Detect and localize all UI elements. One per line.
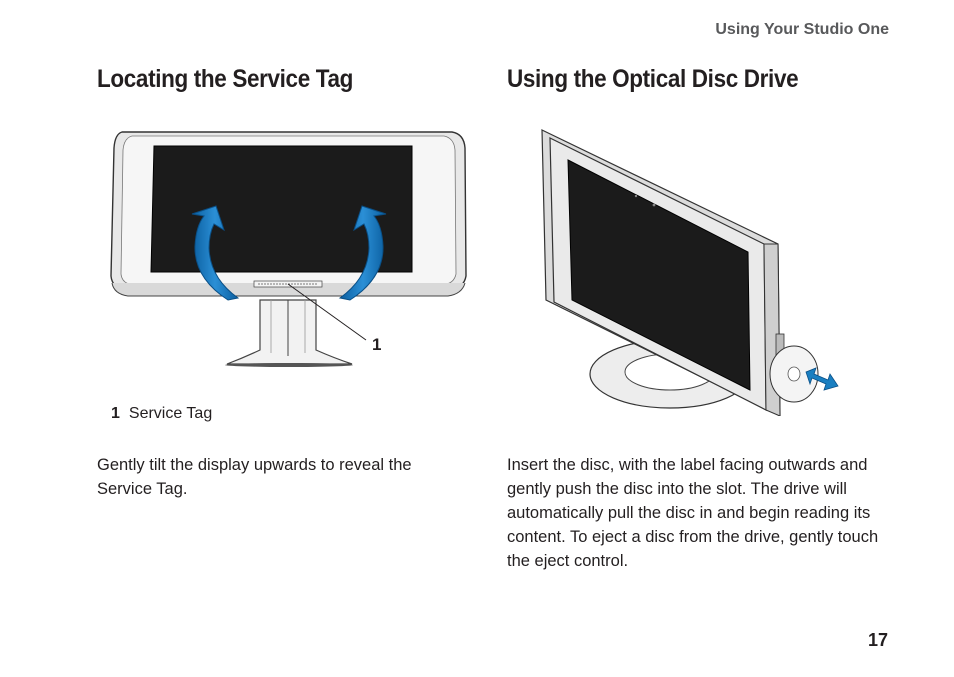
tilt-arrow-icon xyxy=(338,205,387,301)
callout-label: Service Tag xyxy=(128,405,213,422)
paragraph-service-tag: Gently tilt the display upwards to revea… xyxy=(97,456,412,498)
tilt-arrow-icon xyxy=(191,205,240,301)
insert-arrow-icon xyxy=(805,367,839,391)
callout-legend: 1 Service Tag xyxy=(111,405,212,423)
monitor-side-illustration xyxy=(541,129,839,416)
figure-callout-number: 1 xyxy=(372,335,381,354)
paragraph-optical-drive: Insert the disc, with the label facing o… xyxy=(507,456,879,570)
callout-number: 1 xyxy=(111,405,120,422)
page-number: 17 xyxy=(867,630,888,650)
heading-service-tag: Locating the Service Tag xyxy=(97,65,354,93)
monitor-front-illustration: 1 xyxy=(110,131,467,367)
heading-optical-drive: Using the Optical Disc Drive xyxy=(507,65,799,93)
running-header: Using Your Studio One xyxy=(715,21,889,38)
